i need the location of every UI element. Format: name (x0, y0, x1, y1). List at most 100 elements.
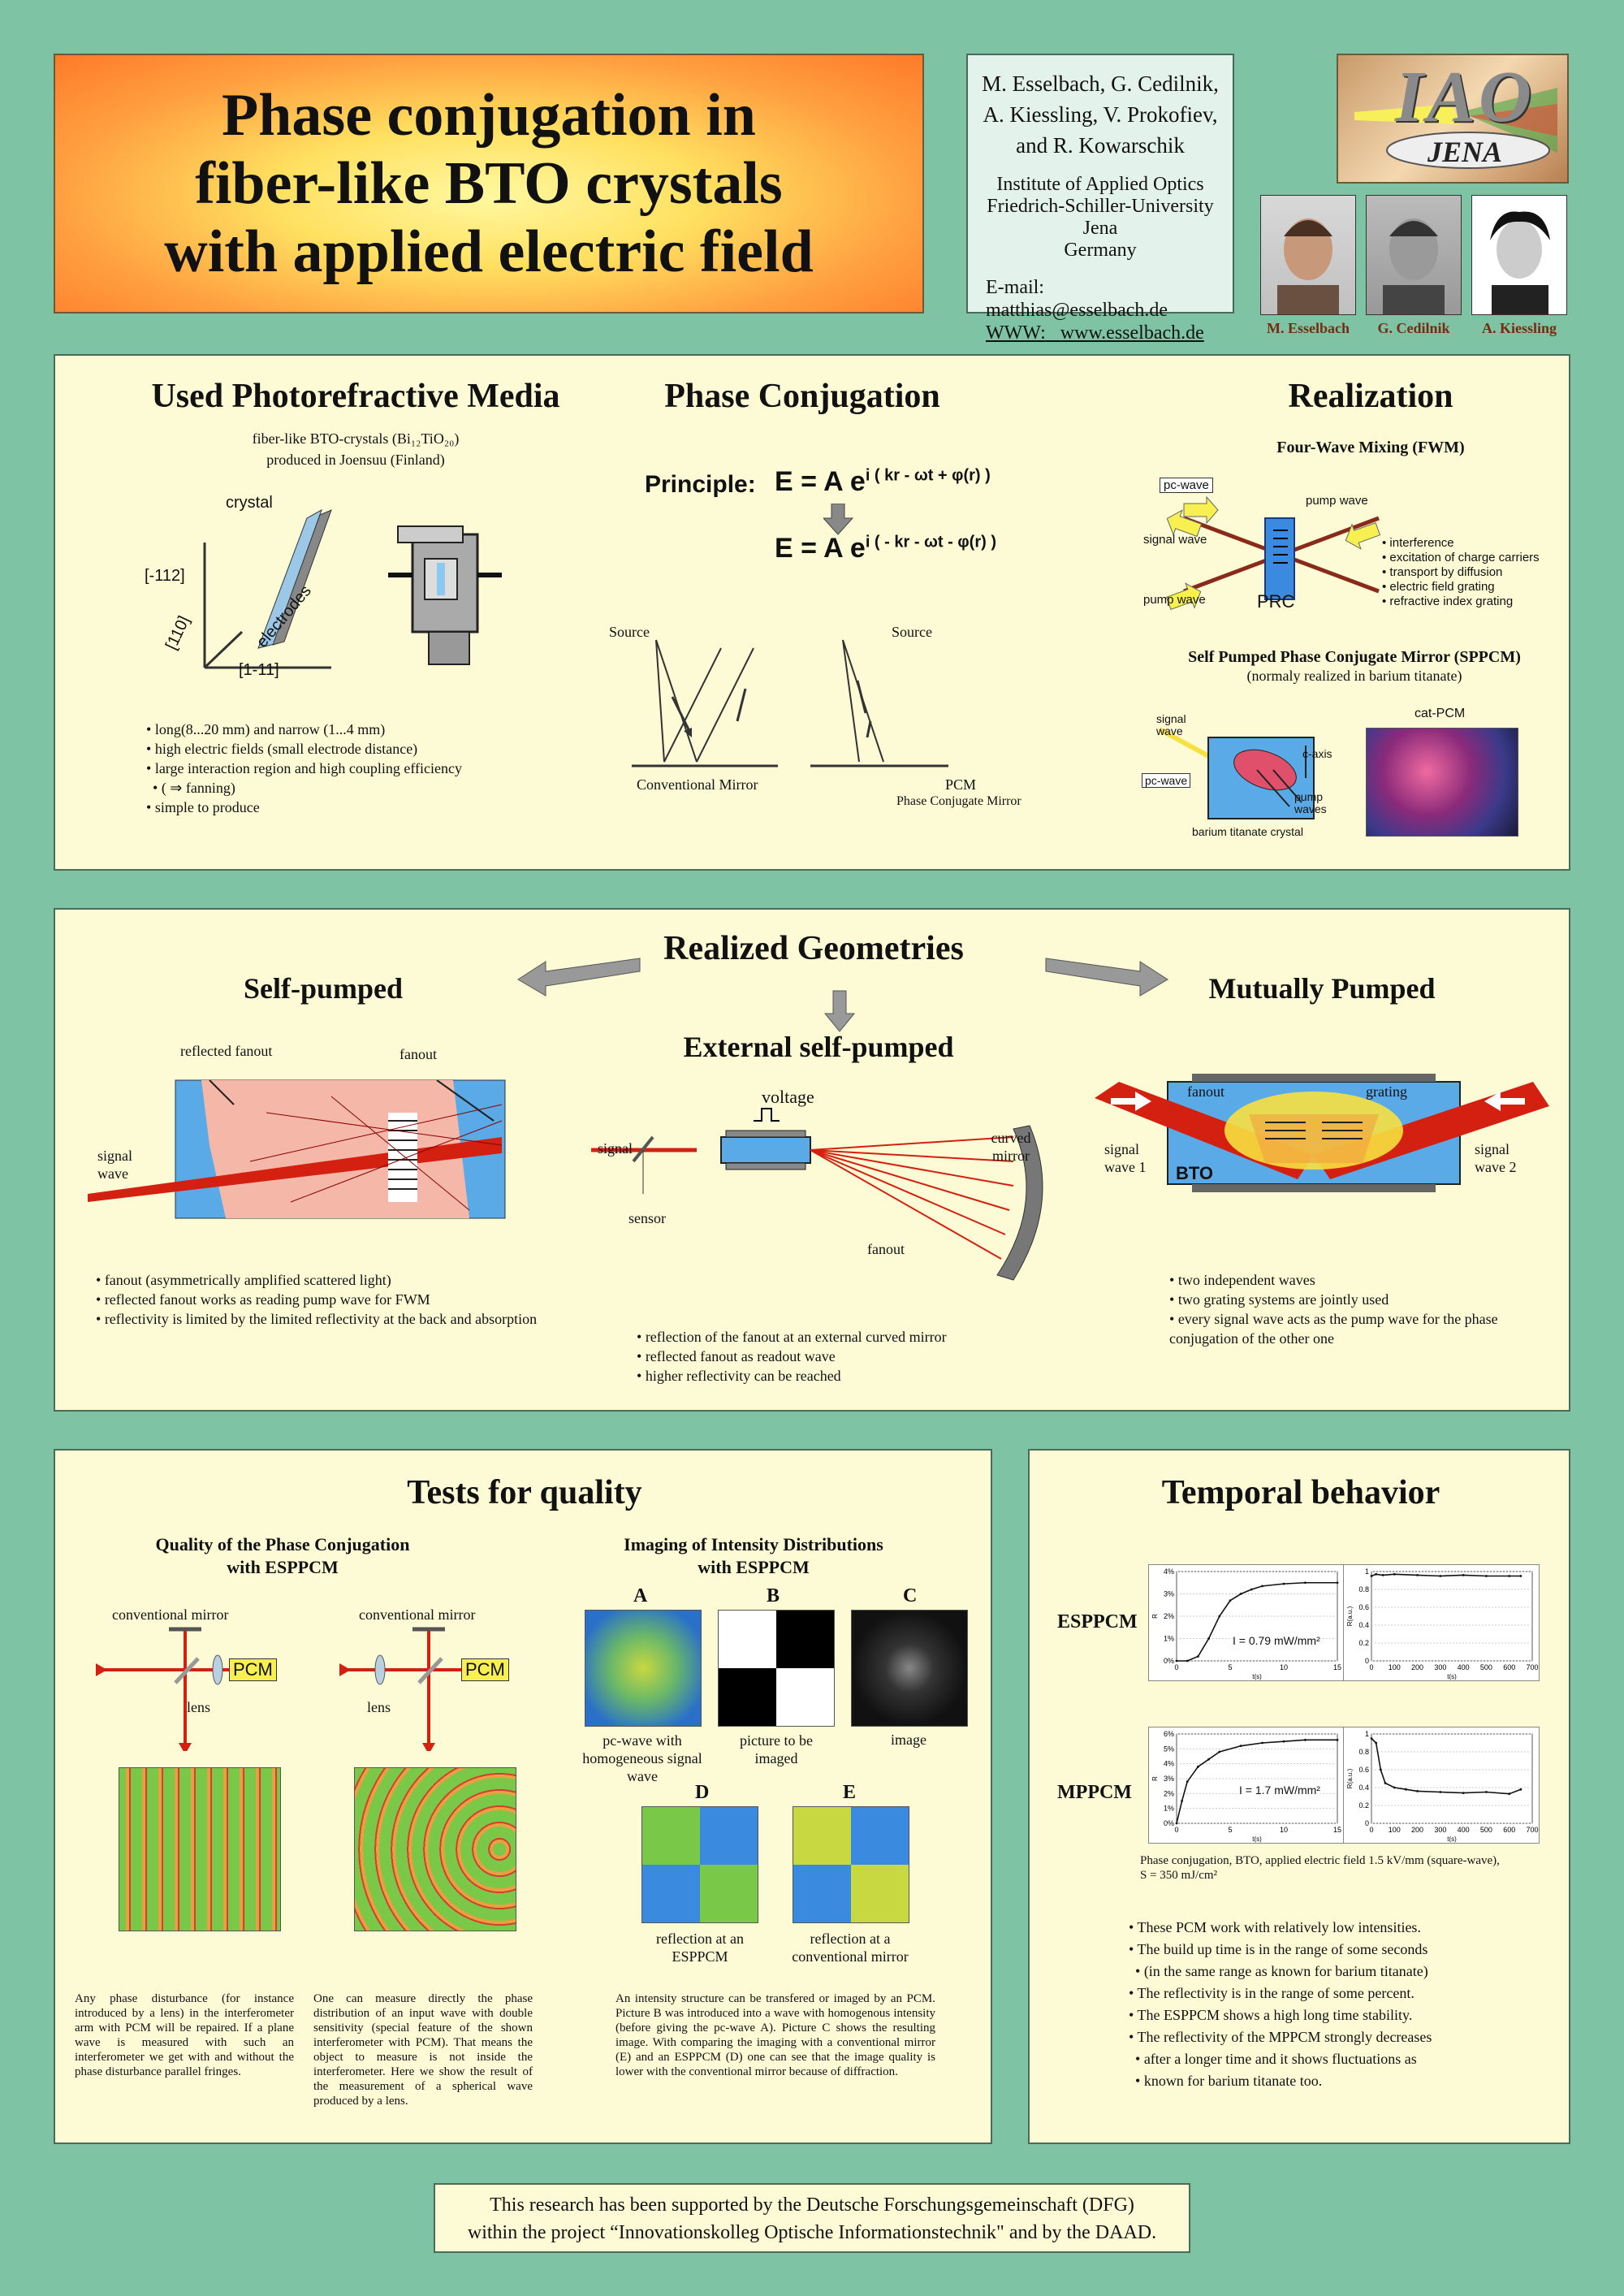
y-tick-label: 0.8 (1358, 1748, 1369, 1756)
data-point (1336, 1581, 1339, 1585)
name-esselbach: M. Esselbach (1266, 320, 1350, 336)
sppcm-heading: Self Pumped Phase Conjugate Mirror (SPPC… (1188, 648, 1521, 666)
data-point (1207, 1637, 1210, 1640)
principle-label: Principle: (645, 471, 756, 498)
y-tick-label: 2% (1164, 1612, 1174, 1620)
label-mppcm: MPPCM (1057, 1782, 1132, 1803)
label-fanout-ext: fanout (867, 1241, 905, 1257)
panel-geometries: Realized Geometries Self-pumped Mutually… (54, 908, 1570, 1412)
panel-tests: Tests for quality Quality of the Phase C… (54, 1449, 992, 2144)
x-tick-label: 500 (1480, 1663, 1492, 1671)
data-point (1304, 1738, 1307, 1741)
y-tick-label: 6% (1164, 1730, 1174, 1738)
data-point (1519, 1788, 1522, 1791)
image-a (585, 1610, 702, 1727)
y-tick-label: 4% (1164, 1567, 1174, 1576)
label-signal: signal (598, 1140, 633, 1157)
data-point (1462, 1792, 1465, 1794)
temporal-caption: Phase conjugation, BTO, applied electric… (1140, 1854, 1500, 1882)
authors-box: M. Esselbach, G. Cedilnik, A. Kiessling,… (966, 54, 1234, 344)
fringes-spherical (354, 1767, 516, 1931)
data-point (1239, 1593, 1242, 1595)
fwm-signal: signal wave (1143, 533, 1207, 547)
caption-e: reflection at a conventional mirror (792, 1931, 909, 1965)
pcm-box-1: PCM (229, 1658, 277, 1681)
x-tick-label: 0 (1174, 1826, 1178, 1834)
label-voltage: voltage (762, 1087, 814, 1107)
image-c (851, 1610, 968, 1727)
y-axis-label: R(a.u.) (1346, 1768, 1354, 1788)
caption-c: image (891, 1732, 926, 1748)
x-tick-label: 0 (1369, 1826, 1373, 1834)
x-tick-label: 5 (1228, 1663, 1232, 1671)
image-d (641, 1806, 758, 1923)
media-sub2: produced in Joensuu (Finland) (266, 452, 445, 468)
label-sensor: sensor (628, 1210, 666, 1226)
x-tick-label: 200 (1411, 1826, 1423, 1834)
data-point (1393, 1572, 1396, 1576)
y-tick-label: 0% (1164, 1657, 1174, 1665)
data-point (1416, 1790, 1419, 1792)
y-tick-label: 0.6 (1358, 1766, 1369, 1774)
label-bto: BTO (1176, 1163, 1214, 1183)
y-tick-label: 0% (1164, 1819, 1174, 1827)
media-bullets: long(8...20 mm) and narrow (1...4 mm) hi… (146, 720, 601, 817)
poster-title-box: Phase conjugation in fiber-like BTO crys… (54, 54, 924, 313)
logo-text-jena: JENA (1427, 136, 1503, 168)
y-axis-label: R (1151, 1776, 1159, 1781)
plot-area (1371, 1733, 1533, 1824)
equation-arrow (823, 504, 854, 535)
img-label-e: E (843, 1782, 857, 1803)
self-pumped-heading: Self-pumped (243, 972, 404, 1005)
y-tick-label: 0 (1365, 1819, 1369, 1827)
axis-1-11: [1-11] (239, 661, 279, 679)
label-m-grating: grating (1366, 1083, 1407, 1100)
data-point (1181, 1800, 1183, 1802)
data-point (1381, 1574, 1384, 1576)
caption-b: picture to be imaged (740, 1732, 813, 1766)
y-tick-label: 0.2 (1358, 1639, 1369, 1647)
para-quality-2: One can measure directly the phase distr… (313, 1992, 533, 2108)
email-link[interactable]: matthias@esselbach.de (986, 300, 1168, 321)
panel-temporal: Temporal behavior ESPPCM MPPCM 0%1%2%3%4… (1028, 1449, 1570, 2144)
y-tick-label: 2% (1164, 1789, 1174, 1797)
x-axis-label: t(s) (1252, 1836, 1262, 1843)
mirror-diagrams (632, 639, 948, 767)
x-tick-label: 5 (1228, 1826, 1232, 1834)
www-link[interactable]: www.esselbach.de (1060, 322, 1204, 344)
cm-label-2: conventional mirror (359, 1606, 476, 1623)
data-point (1207, 1758, 1210, 1761)
intensity-label-1: I = 0.79 mW/mm² (1233, 1634, 1320, 1647)
logo-text-iao: IAO (1395, 57, 1535, 137)
data-point (1197, 1655, 1199, 1658)
caption-d: reflection at an ESPPCM (656, 1931, 744, 1965)
y-tick-label: 0.2 (1358, 1801, 1369, 1810)
data-point (1370, 1575, 1373, 1577)
label-sig1: signal wave 1 (1104, 1141, 1147, 1175)
img-label-d: D (695, 1782, 710, 1803)
image-b (718, 1610, 835, 1727)
y-tick-label: 5% (1164, 1745, 1174, 1753)
x-tick-label: 0 (1369, 1663, 1373, 1671)
data-point (1519, 1575, 1522, 1577)
funding-footer: This research has been supported by the … (434, 2183, 1190, 2253)
data-point (1336, 1738, 1339, 1741)
tests-heading: Tests for quality (407, 1474, 642, 1511)
label-curved-mirror: curved mirror (991, 1130, 1031, 1164)
self-bullets: fanout (asymmetrically amplified scatter… (96, 1270, 551, 1329)
data-point (1508, 1575, 1511, 1577)
mutual-diagram (1095, 1074, 1549, 1192)
data-point (1384, 1782, 1387, 1784)
label-fanout: fanout (400, 1046, 437, 1062)
source-label-2: Source (892, 624, 932, 640)
data-point (1175, 1822, 1178, 1825)
data-point (1229, 1599, 1232, 1602)
contact: E-mail: matthias@esselbach.de WWW: www.e… (986, 277, 1204, 344)
fwm-diagram (1165, 495, 1381, 610)
temporal-bullets: These PCM work with relatively low inten… (1129, 1917, 1551, 2092)
data-point (1197, 1765, 1199, 1768)
self-pumped-diagram (88, 1079, 506, 1219)
data-point (1218, 1750, 1221, 1753)
